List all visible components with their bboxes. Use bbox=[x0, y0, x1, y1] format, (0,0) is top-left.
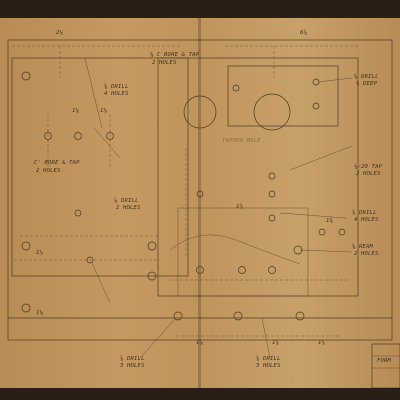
hole bbox=[21, 71, 31, 81]
hole bbox=[196, 266, 204, 274]
hole bbox=[173, 311, 183, 321]
left-part-outline bbox=[11, 57, 189, 277]
large-bore bbox=[253, 93, 291, 131]
hole bbox=[268, 266, 276, 274]
hole bbox=[312, 102, 320, 110]
hole bbox=[21, 303, 31, 313]
hole bbox=[147, 271, 157, 281]
leader-line bbox=[91, 262, 111, 304]
note-drill-right-depth: ¼ DEEP bbox=[356, 81, 378, 87]
drawing-border bbox=[7, 39, 393, 341]
dim-bottom-a: 1⅞ bbox=[196, 340, 204, 346]
leader-line bbox=[299, 249, 353, 253]
leader-line bbox=[93, 127, 121, 159]
right-inner-pocket bbox=[227, 65, 339, 127]
note-drill-right-2-count: 4 HOLES bbox=[354, 217, 379, 223]
title-block-form: FORM bbox=[377, 358, 392, 364]
dim-bottom-c: 1¼ bbox=[318, 340, 326, 346]
dim-top-a: 2⅛ bbox=[56, 30, 64, 36]
note-ream-right: ⅝ REAM bbox=[352, 244, 374, 250]
leader-line bbox=[317, 77, 353, 83]
note-drill-bottom-mid-count: 3 HOLES bbox=[256, 363, 281, 369]
note-drill-4: ⅝ DRILL bbox=[104, 84, 129, 90]
note-drill-bottom-left-count: 3 HOLES bbox=[120, 363, 145, 369]
dim-d1: 1⅛ bbox=[72, 108, 80, 114]
hole bbox=[21, 241, 31, 251]
arc-slot bbox=[169, 234, 301, 265]
note-ream-right-count: 2 HOLES bbox=[354, 251, 379, 257]
technical-drawing bbox=[7, 39, 400, 388]
dim-left-1: 1½ bbox=[36, 250, 44, 256]
hole bbox=[268, 214, 276, 222]
drawing-sheet: ¼ C BORE & TAP 2 HOLES ⅝ DRILL 4 HOLES C… bbox=[0, 18, 400, 388]
hole bbox=[74, 132, 82, 140]
dim-d3: 1¾ bbox=[236, 204, 244, 210]
large-bore bbox=[183, 95, 217, 129]
hole bbox=[338, 228, 346, 236]
hole bbox=[238, 266, 246, 274]
note-cbore-left-count: 2 HOLES bbox=[36, 168, 61, 174]
note-cbore-tap-top: ¼ C BORE & TAP bbox=[150, 52, 200, 58]
note-drill-right: ⅝ DRILL bbox=[354, 74, 379, 80]
note-drill-bottom-mid: ⅜ DRILL bbox=[256, 356, 281, 362]
note-faint-center: TAPPED HOLE bbox=[222, 138, 261, 144]
leader-line bbox=[289, 145, 353, 171]
note-tap-right: ¼-20 TAP bbox=[354, 164, 383, 170]
dim-top-b: 6⅝ bbox=[300, 30, 308, 36]
leader-line bbox=[279, 212, 347, 219]
hole bbox=[74, 209, 82, 217]
note-drill-mid-count: 2 HOLES bbox=[116, 205, 141, 211]
right-lower-pocket bbox=[177, 207, 309, 297]
hole bbox=[295, 311, 305, 321]
dim-d2: 1⅛ bbox=[100, 108, 108, 114]
leader-line bbox=[261, 317, 271, 359]
note-cbore-left: C' BORE & TAP bbox=[34, 160, 80, 166]
dim-d4: 1⅝ bbox=[326, 218, 334, 224]
hole bbox=[232, 84, 240, 92]
note-cbore-tap-top-count: 2 HOLES bbox=[152, 60, 177, 66]
dim-left-2: 1⅛ bbox=[36, 310, 44, 316]
note-drill-bottom-left: ⅞ DRILL bbox=[120, 356, 145, 362]
note-tap-right-count: 2 HOLES bbox=[356, 171, 381, 177]
hole bbox=[268, 172, 276, 180]
note-drill-right-2: ⅜ DRILL bbox=[352, 210, 377, 216]
hole bbox=[268, 190, 276, 198]
title-block bbox=[371, 343, 400, 388]
note-drill-4-count: 4 HOLES bbox=[104, 91, 129, 97]
hole bbox=[147, 241, 157, 251]
leader-line bbox=[84, 57, 103, 129]
note-drill-mid: ⅞ DRILL bbox=[114, 198, 139, 204]
hole bbox=[318, 228, 326, 236]
leader-line bbox=[139, 317, 177, 359]
dim-bottom-b: 1¾ bbox=[272, 340, 280, 346]
hole bbox=[196, 190, 204, 198]
hole bbox=[233, 311, 243, 321]
